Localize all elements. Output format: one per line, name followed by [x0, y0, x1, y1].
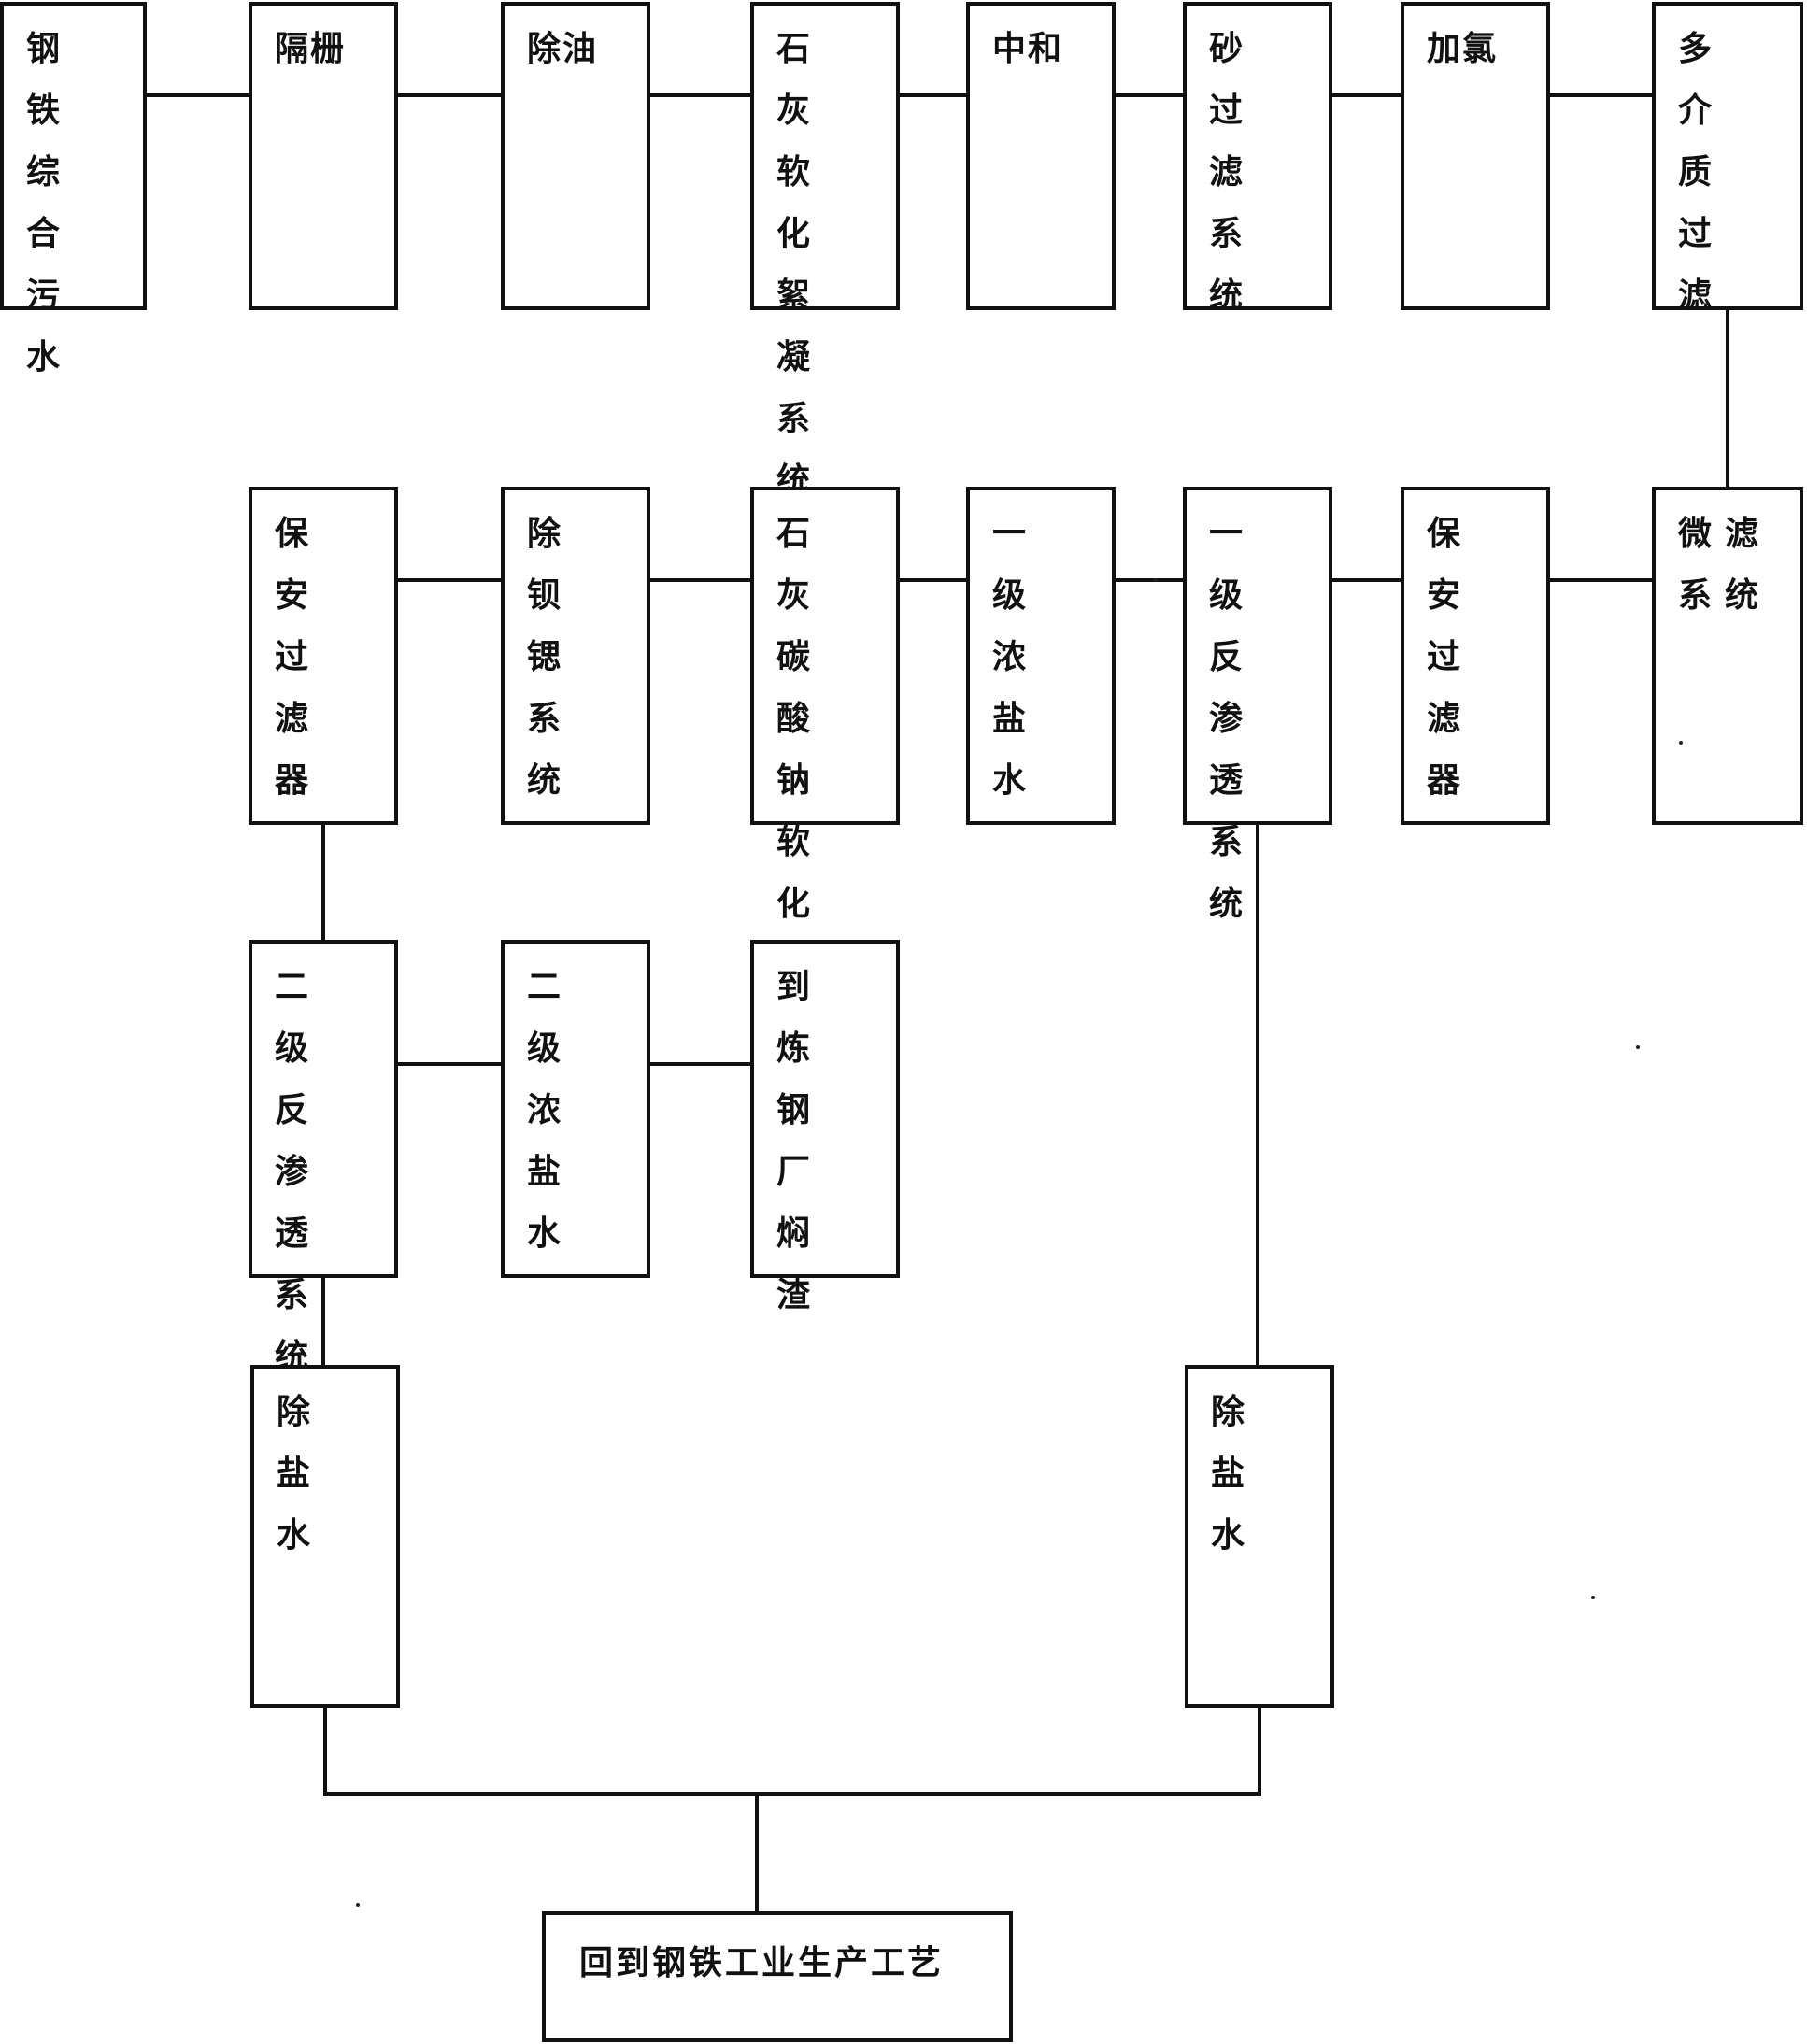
node-demin-water-right: 除盐水	[1185, 1365, 1334, 1708]
scan-speck	[1636, 1045, 1640, 1049]
node-oil-removal-label: 除油	[527, 30, 599, 68]
node-to-steel-plant-label: 到炼钢厂焖渣	[776, 968, 837, 1314]
node-wastewater-label: 钢铁综合污水	[26, 30, 87, 376]
node-secondary-brine: 二级浓盐水	[501, 940, 650, 1278]
node-lime-softening-label: 石灰软化絮凝系统	[776, 30, 837, 500]
node-demin-water-right-label: 除盐水	[1211, 1393, 1272, 1554]
node-screen: 隔栅	[249, 2, 398, 310]
scan-speck	[1679, 741, 1683, 745]
node-sand-filter-label: 砂过滤系统	[1209, 30, 1270, 315]
node-to-steel-plant: 到炼钢厂焖渣	[750, 940, 900, 1314]
node-demin-water-left-label: 除盐水	[277, 1393, 337, 1554]
node-sand-filter: 砂过滤系统	[1183, 2, 1332, 315]
node-chlorination: 加氯	[1401, 2, 1550, 310]
node-screen-label: 隔栅	[275, 30, 347, 68]
node-barium-strontium-removal: 除钡锶系统	[501, 487, 650, 825]
node-lime-soda-softening: 石灰碳酸钠软化系统	[750, 487, 900, 1046]
node-barium-strontium-removal-label: 除钡锶系统	[527, 515, 588, 800]
node-security-filter-1-label: 保安过滤器	[1427, 515, 1487, 800]
node-microfiltration: 微滤系统	[1652, 487, 1803, 825]
node-secondary-brine-label: 二级浓盐水	[527, 968, 588, 1253]
node-oil-removal: 除油	[501, 2, 650, 310]
node-security-filter-2: 保安过滤器	[249, 487, 398, 825]
node-primary-ro: 一级反渗透系统	[1183, 487, 1332, 923]
node-microfiltration-label: 微滤系统	[1678, 515, 1772, 615]
node-security-filter-1: 保安过滤器	[1401, 487, 1550, 825]
node-primary-ro-label: 一级反渗透系统	[1209, 515, 1270, 923]
node-wastewater: 钢铁综合污水	[0, 2, 147, 376]
node-chlorination-label: 加氯	[1427, 30, 1499, 68]
scan-speck	[356, 1903, 360, 1907]
scan-speck	[1591, 1596, 1595, 1599]
node-neutralization: 中和	[966, 2, 1116, 310]
node-security-filter-2-label: 保安过滤器	[275, 515, 335, 800]
node-lime-softening: 石灰软化絮凝系统	[750, 2, 900, 500]
node-secondary-ro-label: 二级反渗透系统	[275, 968, 335, 1376]
scan-speck	[1154, 578, 1158, 582]
node-multimedia-filter: 多介质过滤	[1652, 2, 1803, 315]
node-return-to-process: 回到钢铁工业生产工艺	[542, 1911, 1013, 2042]
node-primary-brine-label: 一级浓盐水	[992, 515, 1053, 800]
node-return-to-process-label: 回到钢铁工业生产工艺	[579, 1944, 945, 1982]
node-neutralization-label: 中和	[992, 30, 1064, 68]
node-multimedia-filter-label: 多介质过滤	[1678, 30, 1739, 315]
node-secondary-ro: 二级反渗透系统	[249, 940, 398, 1376]
node-primary-brine: 一级浓盐水	[966, 487, 1116, 825]
node-demin-water-left: 除盐水	[250, 1365, 400, 1708]
